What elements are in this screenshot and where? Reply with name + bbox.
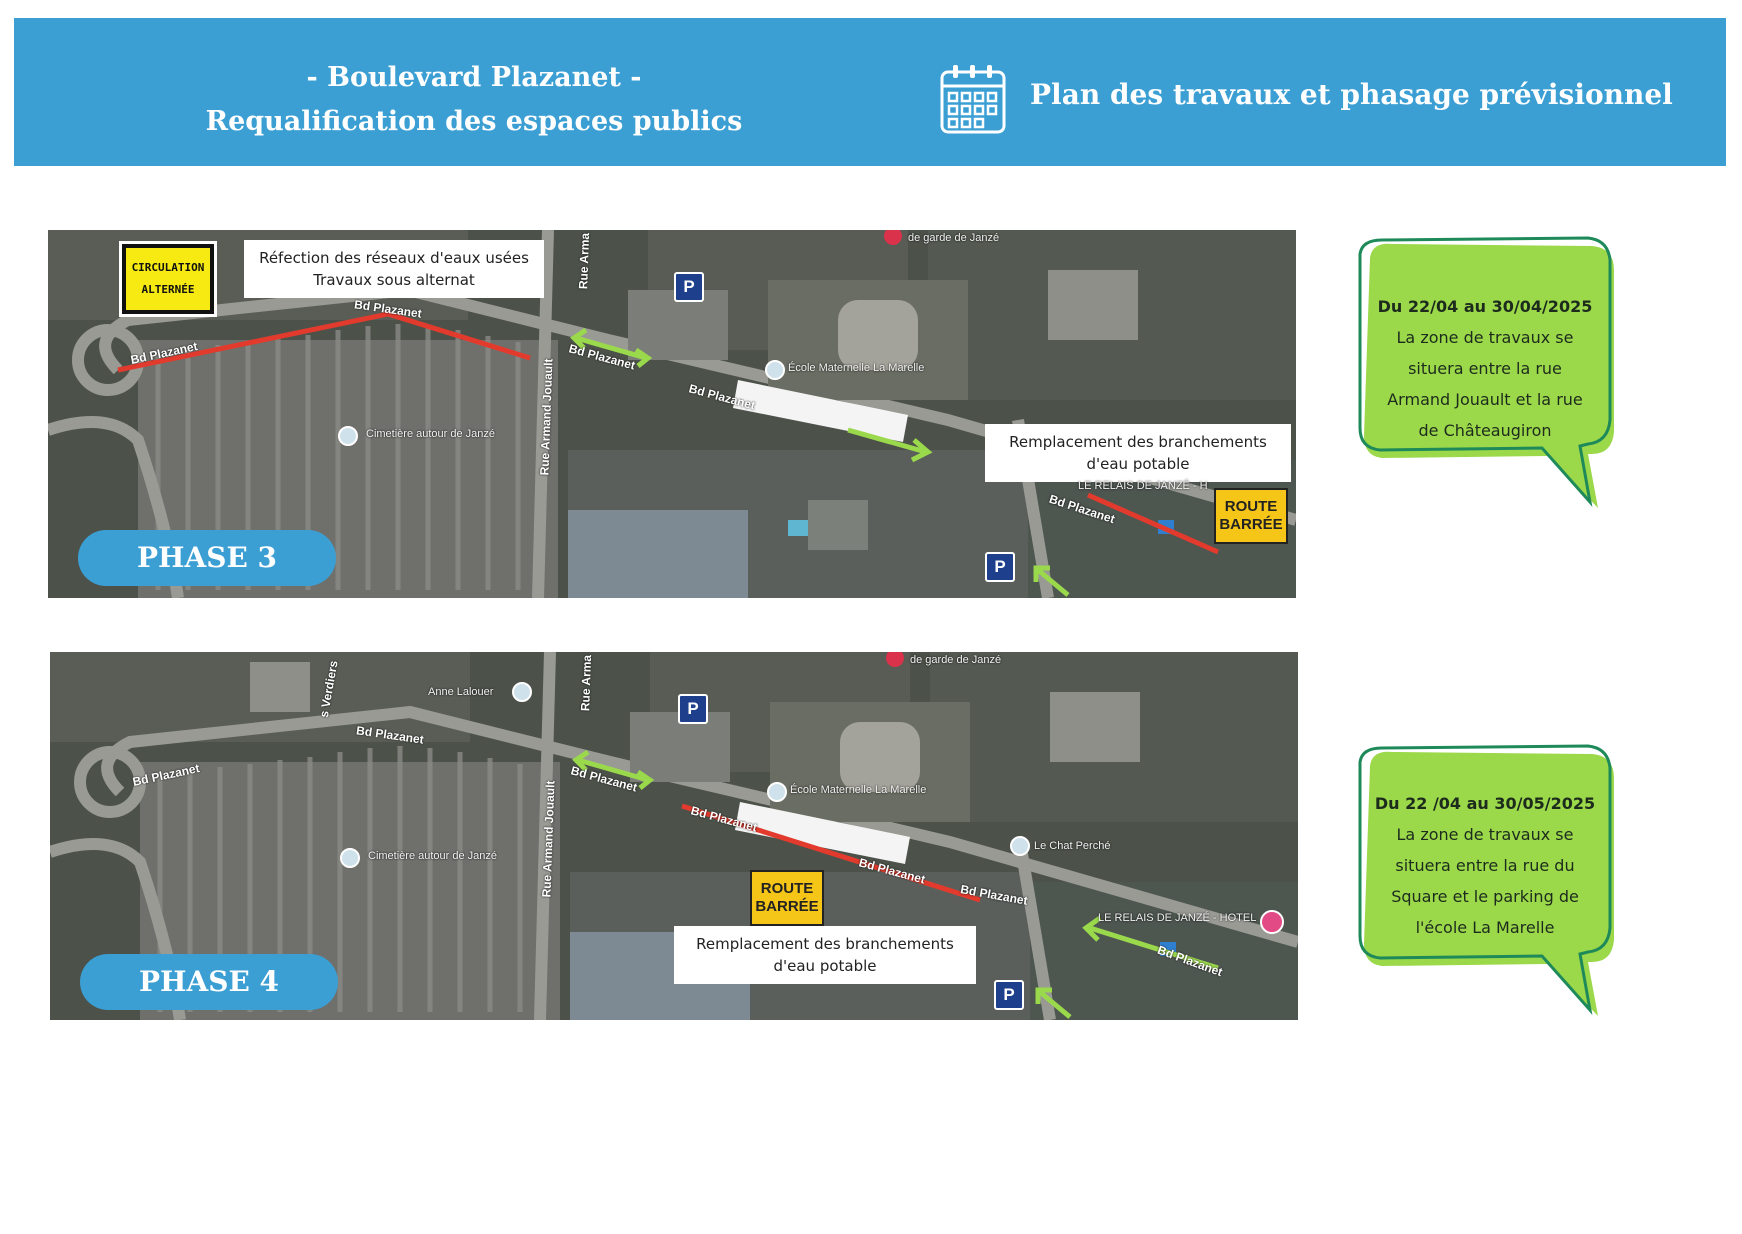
route-barree-line1: ROUTE (1224, 498, 1278, 515)
phase4-info-bubble: Du 22 /04 au 30/05/2025 La zone de trava… (1352, 744, 1622, 1024)
poi-cimetiere: Cimetière autour de Janzé (368, 850, 498, 862)
poi-cimetiere: Cimetière autour de Janzé (366, 428, 496, 440)
bubble-line: La zone de travaux se (1396, 328, 1574, 347)
poi-relais: LE RELAIS DE JANZÉ - H (1078, 480, 1208, 492)
phase3-date: Du 22/04 au 30/04/2025 (1377, 297, 1593, 316)
poi-relais: LE RELAIS DE JANZÉ - HOTEL (1098, 912, 1257, 924)
poi-ecole: École Maternelle La Marelle (790, 784, 927, 796)
phase3-satellite-map (48, 230, 1296, 598)
circulation-line2: ALTERNÉE (141, 283, 195, 296)
bubble-line: Armand Jouault et la rue (1387, 390, 1583, 409)
title-line2: Requalification des espaces publics (205, 106, 743, 137)
phase4-map: Remplacement des branchements d'eau pota… (50, 652, 1298, 1020)
route-barree-line1: ROUTE (760, 880, 814, 897)
label-branchements-line1: Remplacement des branchements (696, 935, 954, 953)
phase4-date: Du 22 /04 au 30/05/2025 (1374, 794, 1596, 813)
route-barree-sign: ROUTE BARRÉE (750, 870, 824, 926)
phase3-info-bubble: Du 22/04 au 30/04/2025 La zone de travau… (1352, 236, 1622, 516)
label-reseaux-eaux: Réfection des réseaux d'eaux usées Trava… (244, 240, 544, 298)
plan-title: Plan des travaux et phasage prévisionnel (1030, 78, 1673, 111)
label-branchements-line2: d'eau potable (773, 957, 877, 975)
bubble-line: situera entre la rue (1408, 359, 1562, 378)
poi-chat-perche: Le Chat Perché (1034, 840, 1111, 852)
speech-bubble-icon (1358, 744, 1614, 1016)
header-title: - Boulevard Plazanet - Requalification d… (174, 56, 774, 144)
header-banner: - Boulevard Plazanet - Requalification d… (14, 18, 1726, 166)
street-label: Rue Arma (578, 654, 595, 712)
poi-ecole: École Maternelle La Marelle (788, 362, 925, 374)
bubble-line: l'école La Marelle (1415, 918, 1555, 937)
route-barree-line2: BARRÉE (755, 898, 819, 915)
street-label: Rue Arma (576, 232, 593, 290)
circulation-line1: CIRCULATION (131, 261, 205, 274)
phase3-map: CIRCULATION ALTERNÉE Réfection des résea… (48, 230, 1296, 598)
phase4-badge: PHASE 4 (80, 954, 338, 1010)
bubble-line: de Châteaugiron (1418, 421, 1552, 440)
parking-icon: P (994, 980, 1024, 1010)
route-barree-sign: ROUTE BARRÉE (1214, 488, 1288, 544)
poi-garde: de garde de Janzé (908, 232, 1000, 244)
speech-bubble-icon (1358, 236, 1614, 508)
bubble-line: situera entre la rue du (1395, 856, 1575, 875)
label-reseaux-line1: Réfection des réseaux d'eaux usées (259, 249, 529, 267)
phase3-badge: PHASE 3 (78, 530, 336, 586)
label-branchements-line1: Remplacement des branchements (1009, 433, 1267, 451)
label-reseaux-line2: Travaux sous alternat (313, 271, 475, 289)
parking-icon: P (678, 694, 708, 724)
poi-anne-lalouer: Anne Lalouer (428, 686, 494, 698)
phase4-bubble-text: Du 22 /04 au 30/05/2025 La zone de trava… (1362, 788, 1608, 943)
phase3-bubble-text: Du 22/04 au 30/04/2025 La zone de travau… (1362, 291, 1608, 446)
parking-icon: P (674, 272, 704, 302)
title-line1: - Boulevard Plazanet - (306, 62, 642, 93)
bubble-line: Square et le parking de (1391, 887, 1579, 906)
parking-icon: P (985, 552, 1015, 582)
label-branchements-line2: d'eau potable (1086, 455, 1190, 473)
circulation-alternee-sign: CIRCULATION ALTERNÉE (119, 241, 217, 317)
label-branchements: Remplacement des branchements d'eau pota… (674, 926, 976, 984)
poi-garde: de garde de Janzé (910, 654, 1002, 666)
label-branchements: Remplacement des branchements d'eau pota… (985, 424, 1291, 482)
route-barree-line2: BARRÉE (1219, 516, 1283, 533)
calendar-icon (940, 65, 1006, 134)
bubble-line: La zone de travaux se (1396, 825, 1574, 844)
